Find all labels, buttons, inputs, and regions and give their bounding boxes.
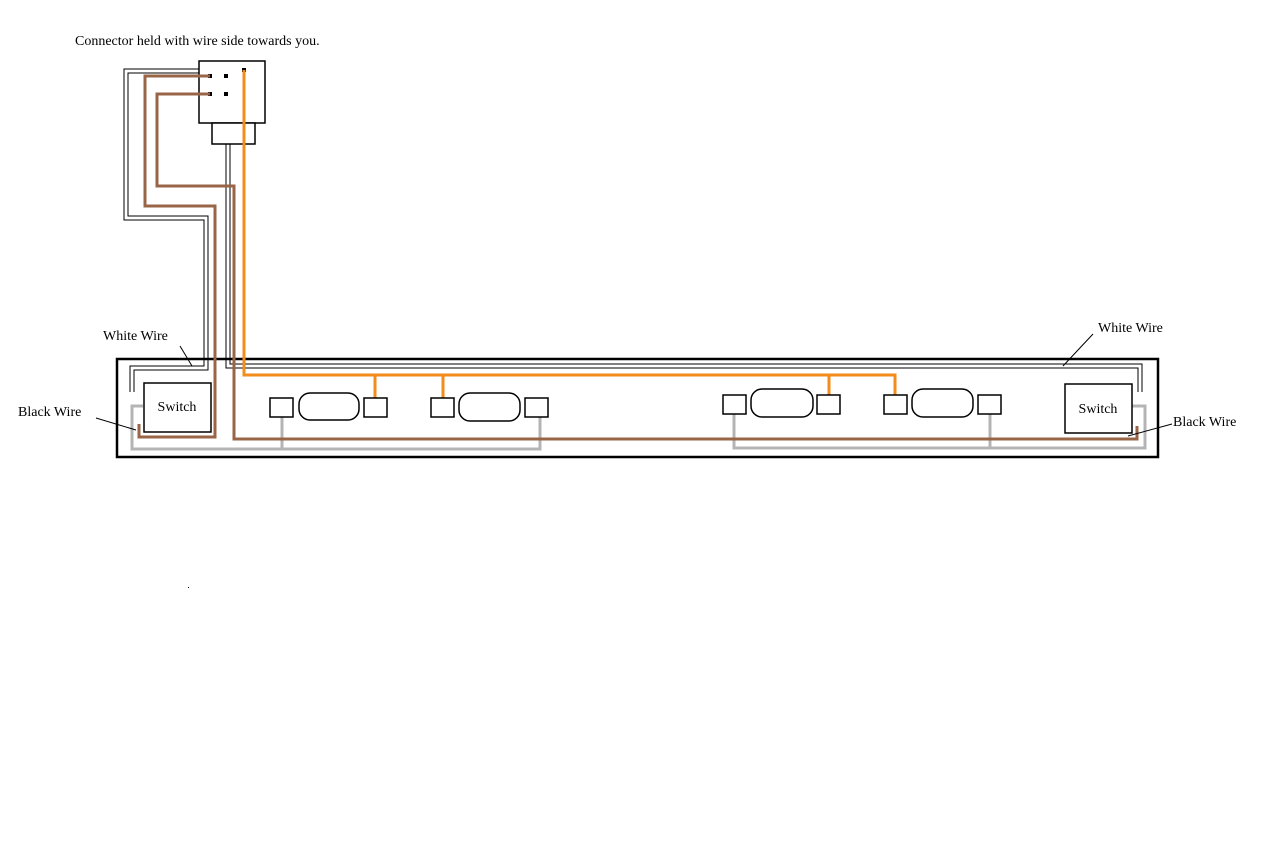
switch-right-label: Switch: [1079, 402, 1118, 417]
socket-right-2a: [883, 394, 908, 415]
tube-right-2: [911, 388, 974, 418]
switch-left-label: Switch: [158, 400, 197, 415]
black-wire-left-label: Black Wire: [18, 405, 81, 420]
brown-wire: [137, 74, 1139, 441]
socket-right-1a: [722, 394, 747, 415]
lamp-left-2: [430, 392, 549, 422]
lamp-left-1: [269, 392, 388, 421]
lamp-right-1: [722, 388, 841, 418]
connector: [198, 60, 266, 145]
white-wire-left-label: White Wire: [103, 329, 168, 344]
tube-right-1: [750, 388, 814, 418]
switch-right: [1064, 383, 1133, 434]
socket-left-1a: [269, 397, 294, 418]
diagram-title: Connector held with wire side towards yo…: [75, 34, 320, 49]
connector-pin-top-middle: [224, 74, 228, 78]
tube-left-2: [458, 392, 521, 422]
socket-right-2b: [977, 394, 1002, 415]
white-wire-right-label: White Wire: [1098, 321, 1163, 336]
tube-left-1: [298, 392, 360, 421]
callout-lines: [95, 333, 1173, 437]
socket-right-1b: [816, 394, 841, 415]
stray-dot: [188, 587, 189, 588]
switch-left: [143, 382, 212, 433]
socket-left-2b: [524, 397, 549, 418]
orange-wire: [242, 70, 897, 402]
white-wire: [123, 68, 1143, 392]
socket-left-1b: [363, 397, 388, 418]
connector-pin-bottom-middle: [224, 92, 228, 96]
fixture-outline: [115, 357, 1160, 459]
socket-left-2a: [430, 397, 455, 418]
lamp-right-2: [883, 388, 1002, 418]
black-wire-right-label: Black Wire: [1173, 415, 1236, 430]
connector-plug: [211, 122, 256, 145]
